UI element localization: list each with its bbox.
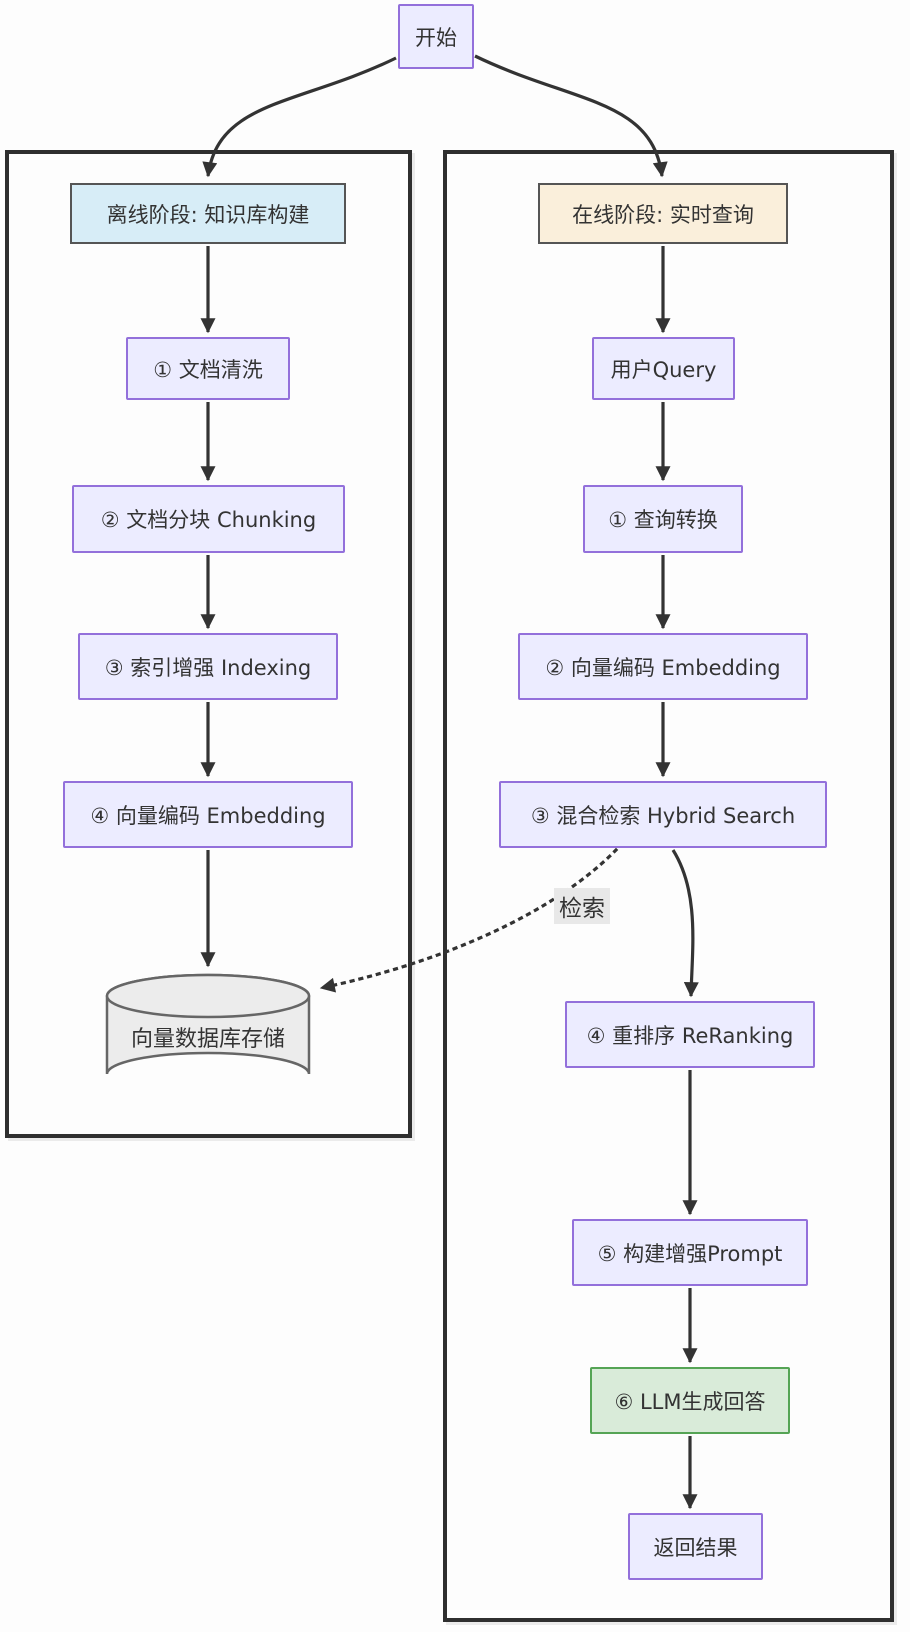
node-query-transform: ① 查询转换 (583, 485, 743, 553)
vector-database-node: 向量数据库存储 (105, 973, 311, 1097)
node-chunking: ② 文档分块 Chunking (72, 485, 345, 553)
node-llm-answer: ⑥ LLM生成回答 (590, 1367, 790, 1434)
edge-label-retrieval: 检索 (554, 888, 610, 924)
online-header: 在线阶段: 实时查询 (538, 183, 788, 244)
node-reranking: ④ 重排序 ReRanking (565, 1001, 815, 1068)
database-cylinder-shape (105, 973, 311, 1075)
node-user-query: 用户Query (592, 337, 735, 400)
offline-header: 离线阶段: 知识库构建 (70, 183, 346, 244)
database-label: 向量数据库存储 (130, 1027, 285, 1052)
node-indexing: ③ 索引增强 Indexing (78, 633, 338, 700)
node-build-prompt: ⑤ 构建增强Prompt (572, 1219, 808, 1286)
node-hybrid-search: ③ 混合检索 Hybrid Search (499, 781, 827, 848)
start-node: 开始 (398, 4, 474, 69)
node-return-result: 返回结果 (628, 1513, 763, 1580)
node-doc-cleaning: ① 文档清洗 (126, 337, 290, 400)
node-embedding-online: ② 向量编码 Embedding (518, 633, 808, 700)
node-embedding-offline: ④ 向量编码 Embedding (63, 781, 353, 848)
